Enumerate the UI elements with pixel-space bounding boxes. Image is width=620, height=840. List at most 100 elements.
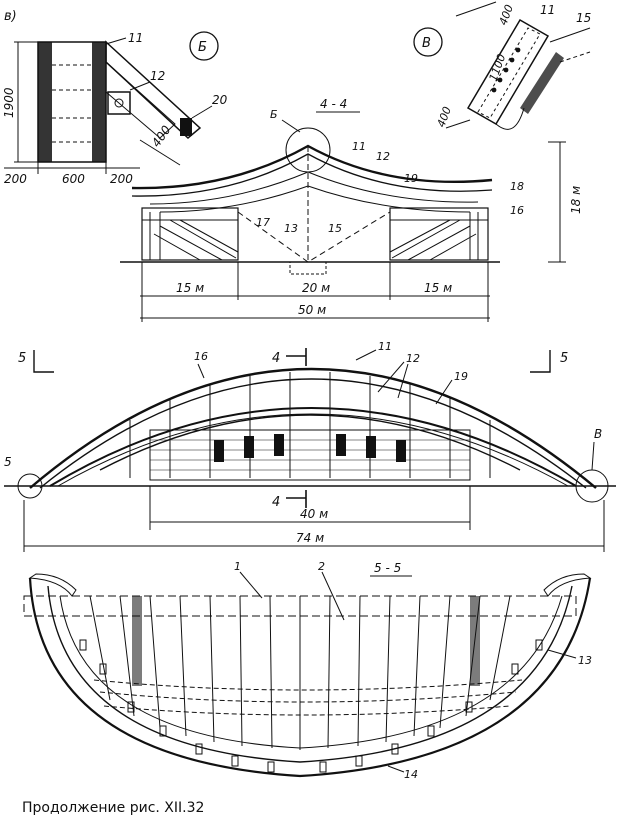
section-44-title: 4 - 4 [320, 97, 347, 111]
dim-400-top: 400 [497, 3, 516, 27]
leader [387, 765, 405, 773]
mark-19: 19 [454, 370, 468, 383]
window [396, 440, 406, 462]
section-4-4: 4 - 4 Б 18 м 15 м 20 м [120, 97, 583, 322]
arch-lower-inner [57, 413, 569, 487]
column-flange-left [38, 42, 52, 162]
leader [377, 361, 405, 393]
dim-200-right: 200 [110, 172, 133, 186]
rim-hole [127, 701, 135, 713]
arch-outer [29, 367, 597, 489]
plan-column [470, 596, 480, 686]
span-left: 15 м [176, 281, 204, 295]
callout-b-letter: Б [198, 40, 207, 55]
rim-hole [511, 663, 519, 675]
window [274, 434, 284, 456]
dashed-ties [237, 211, 391, 263]
rim-hole [465, 701, 473, 713]
leader [239, 571, 263, 599]
bolt [491, 87, 497, 93]
mark-11: 11 [128, 31, 143, 45]
cut-4-top: 4 [272, 351, 280, 366]
wall-right [389, 207, 489, 261]
foundation [289, 261, 327, 275]
support-left [17, 473, 43, 499]
window [366, 436, 376, 458]
rim-hole [99, 663, 107, 675]
hall-facade [149, 429, 471, 481]
span-total: 50 м [298, 303, 326, 317]
stair-left [153, 219, 239, 261]
window [336, 434, 346, 456]
dim-1100: 1100 [487, 52, 509, 83]
bolt [503, 67, 509, 73]
arch-lower [49, 407, 577, 487]
detail-v-arc [495, 107, 525, 130]
span-mid: 20 м [302, 281, 330, 295]
plan-corner-right [543, 573, 592, 597]
mark-11: 11 [352, 140, 366, 153]
leader [129, 81, 151, 91]
rim-hole [267, 761, 275, 773]
rim-hole [319, 761, 327, 773]
cut-mark-right: 5 [560, 351, 568, 366]
mark-17: 17 [256, 216, 270, 229]
leader [397, 363, 409, 399]
dim-line [445, 119, 471, 129]
cut-4-bottom: 4 [272, 495, 280, 510]
mark-14: 14 [404, 768, 418, 781]
mark-13: 13 [284, 222, 298, 235]
detail-v-beam [466, 18, 550, 126]
cut-4-top-arrow [286, 348, 307, 366]
leader [355, 349, 377, 361]
rim-hole [231, 755, 239, 767]
leader [591, 441, 595, 471]
callout-v-letter: В [422, 36, 431, 51]
hangers [129, 372, 491, 478]
axis-line [559, 51, 591, 63]
plan-inner-rim [47, 585, 573, 763]
detail-v-plate [520, 52, 564, 114]
elevation: 5 5 4 В 5 4 40 м [4, 340, 616, 552]
callout-b-circle [189, 31, 219, 61]
plan-ribs [89, 595, 511, 750]
callout-v-circle [413, 27, 443, 57]
rim-hole [79, 639, 87, 651]
plan-dashed [93, 679, 523, 691]
wall-left [141, 207, 239, 261]
cut-arrow-right [530, 350, 551, 373]
dim-200-left: 200 [4, 172, 27, 186]
bolt [497, 77, 503, 83]
mark-13: 13 [578, 654, 592, 667]
window [244, 436, 254, 458]
leader [191, 105, 213, 119]
figure-caption: Продолжение рис. XII.32 [22, 800, 205, 816]
strut-bearing [180, 118, 192, 136]
leader [197, 363, 205, 379]
leader [435, 379, 453, 405]
end-mark-5: 5 [4, 455, 12, 469]
stair-right [389, 219, 477, 261]
facade-lines [150, 439, 470, 471]
rim-hole [535, 639, 543, 651]
arch-outer-inner [39, 378, 587, 489]
bolt [509, 57, 515, 63]
rim-hole [195, 743, 203, 755]
bolt [114, 98, 124, 108]
mark-15: 15 [576, 11, 591, 25]
rim-hole [427, 725, 435, 737]
rim-hole [159, 725, 167, 737]
mark-2: 2 [318, 560, 325, 573]
plan-outer-rim [28, 577, 592, 778]
detail-v: 400 1100 400 11 15 [435, 1, 591, 130]
mark-15: 15 [328, 222, 342, 235]
mark-12: 12 [406, 352, 420, 365]
bolt [515, 47, 521, 53]
mark-20: 20 [212, 93, 228, 107]
mark-16: 16 [194, 350, 208, 363]
leader [105, 37, 127, 45]
leader [547, 649, 577, 659]
dim-600: 600 [62, 172, 85, 186]
window [214, 440, 224, 462]
